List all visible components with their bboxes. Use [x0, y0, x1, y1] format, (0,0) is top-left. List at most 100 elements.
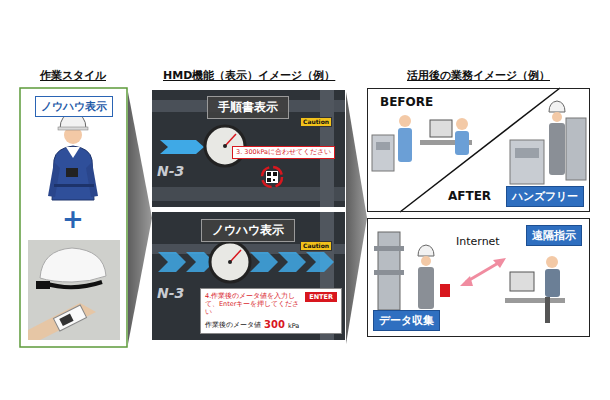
flow-chevron-part: [128, 92, 152, 344]
before-after-scene-part: [376, 142, 390, 150]
label-box: ハンズフリー: [506, 186, 584, 207]
node-text: 手順書表示: [207, 96, 289, 119]
column-heading: 活用後の業務イメージ（例）: [407, 68, 550, 83]
before-after-scene-part: [510, 140, 544, 184]
hmd-screen-image-part: [158, 252, 186, 272]
node-text: ノウハウ表示: [41, 99, 107, 114]
node-text: 3. 300kPaに合わせてください: [236, 148, 331, 157]
hmd-screen: ノウハウ表示 4.作業後のメータ値を入力して、Enterキーを押してください作業後…: [152, 212, 345, 340]
scene-panel: Internet 遠隔指示データ収集: [367, 218, 590, 337]
hmd-photo-part-part: [53, 305, 86, 331]
node-text: データ収集: [379, 313, 434, 328]
worker-figure: [48, 113, 98, 200]
hmd-photo-part: [28, 303, 96, 340]
hmd-screen-image-part: [225, 134, 236, 146]
column-heading: HMD機能（表示）イメージ（例）: [163, 68, 335, 83]
scene-panel: BEFORE AFTER ハンズフリー: [367, 88, 590, 212]
style-panel-part: [20, 88, 127, 347]
before-after-scene-part: [566, 118, 586, 180]
label-box: データ収集: [373, 310, 440, 331]
enter-button: ENTER: [305, 292, 337, 302]
hmd-photo-part: [44, 282, 102, 287]
hmd-screen-image-part: [250, 252, 278, 272]
caution-sign: Caution: [300, 117, 332, 127]
remote-scene-part: [418, 245, 434, 256]
hmd-screen-image-part: [152, 187, 345, 201]
node-text: 300: [264, 319, 285, 330]
before-after-scene-part: [372, 135, 394, 171]
style-panel: [20, 88, 127, 347]
tag-text: N-3: [157, 285, 184, 301]
hmd-photo: [28, 240, 120, 340]
node-text: ハンズフリー: [512, 189, 578, 204]
hmd-screen-image-part: [273, 179, 275, 181]
worker-figure-part: [66, 168, 78, 177]
remote-scene-part: [421, 256, 431, 266]
hmd-screen: 手順書表示 3. 300kPaに合わせてください: [152, 90, 345, 207]
before-after-scene-part: [430, 120, 452, 137]
remote-scene-part: [466, 262, 500, 282]
remote-scene-part: [545, 269, 560, 297]
hmd-screen-image-part: [273, 172, 277, 176]
node-text: kPa: [288, 322, 299, 330]
hmd-screen-image-part: [230, 250, 241, 262]
hmd-screen-image: [152, 212, 345, 340]
node-text: Internet: [456, 235, 500, 248]
before-after-scene-part: [399, 115, 411, 127]
hmd-photo-part: [53, 305, 86, 331]
label-box: ノウハウ表示: [35, 96, 113, 117]
node-text: 4.作業後のメータ値を入力して、Enterキーを押してください: [205, 292, 303, 316]
worker-figure-part: [86, 162, 98, 197]
node-text: AFTER: [448, 189, 491, 203]
remote-scene-part: [374, 270, 404, 275]
remote-scene-part: [460, 276, 473, 286]
instruction-box: 3. 300kPaに合わせてください: [232, 146, 335, 159]
hmd-screen-image-part: [228, 260, 232, 264]
before-after-scene-part: [515, 148, 539, 158]
before-after-scene-part: [398, 128, 412, 162]
input-box: 4.作業後のメータ値を入力して、Enterキーを押してください作業後のメータ値3…: [200, 288, 342, 334]
remote-scene-part: [546, 256, 558, 268]
hmd-screen-image-part: [306, 252, 334, 272]
hmd-screen-image-part: [152, 90, 345, 207]
worker-figure-part: [48, 162, 60, 197]
flow-chevron-part: [346, 92, 367, 344]
remote-scene-part: [545, 297, 550, 323]
hmd-screen-image-part: [262, 167, 282, 187]
remote-scene-part: [367, 218, 590, 337]
hmd-screen-image-part: [267, 172, 271, 176]
plus-sign: +: [62, 206, 84, 232]
hmd-screen-image-part: [152, 212, 345, 340]
node-text: BEFORE: [380, 95, 433, 109]
hmd-photo-part: [36, 281, 50, 289]
before-after-scene-part: [549, 101, 565, 112]
before-after-scene-part: [455, 131, 469, 155]
before-after-scene-part: [367, 88, 590, 212]
caution-sign: Caution: [300, 241, 332, 251]
hmd-photo-part: [40, 248, 106, 282]
label-box: 遠隔指示: [526, 225, 582, 246]
worker-figure-part: [66, 147, 80, 158]
node-text: ノウハウ表示: [201, 219, 295, 242]
node-text: ENTER: [309, 293, 333, 301]
remote-scene-part: [493, 258, 506, 268]
hmd-screen-image-part: [278, 252, 306, 272]
hmd-screen-image-part: [210, 242, 250, 282]
hmd-photo-part-part: [59, 314, 73, 327]
before-after-scene-part: [456, 118, 468, 130]
remote-scene-part: [440, 284, 450, 297]
remote-scene-part: [505, 298, 565, 303]
hmd-screen-image: [152, 90, 345, 207]
remote-scene-part: [510, 272, 534, 291]
hmd-screen-image-part: [160, 140, 204, 154]
remote-scene-part: [374, 246, 404, 251]
worker-figure-part: [54, 184, 94, 187]
hmd-screen-image-part: [266, 171, 278, 183]
before-after-scene: [367, 88, 590, 212]
remote-scene-part: [418, 267, 434, 309]
node-text: 遠隔指示: [532, 228, 576, 243]
column-heading: 作業スタイル: [40, 68, 106, 83]
before-after-scene-part: [552, 112, 562, 122]
worker-figure-part: [58, 127, 88, 130]
